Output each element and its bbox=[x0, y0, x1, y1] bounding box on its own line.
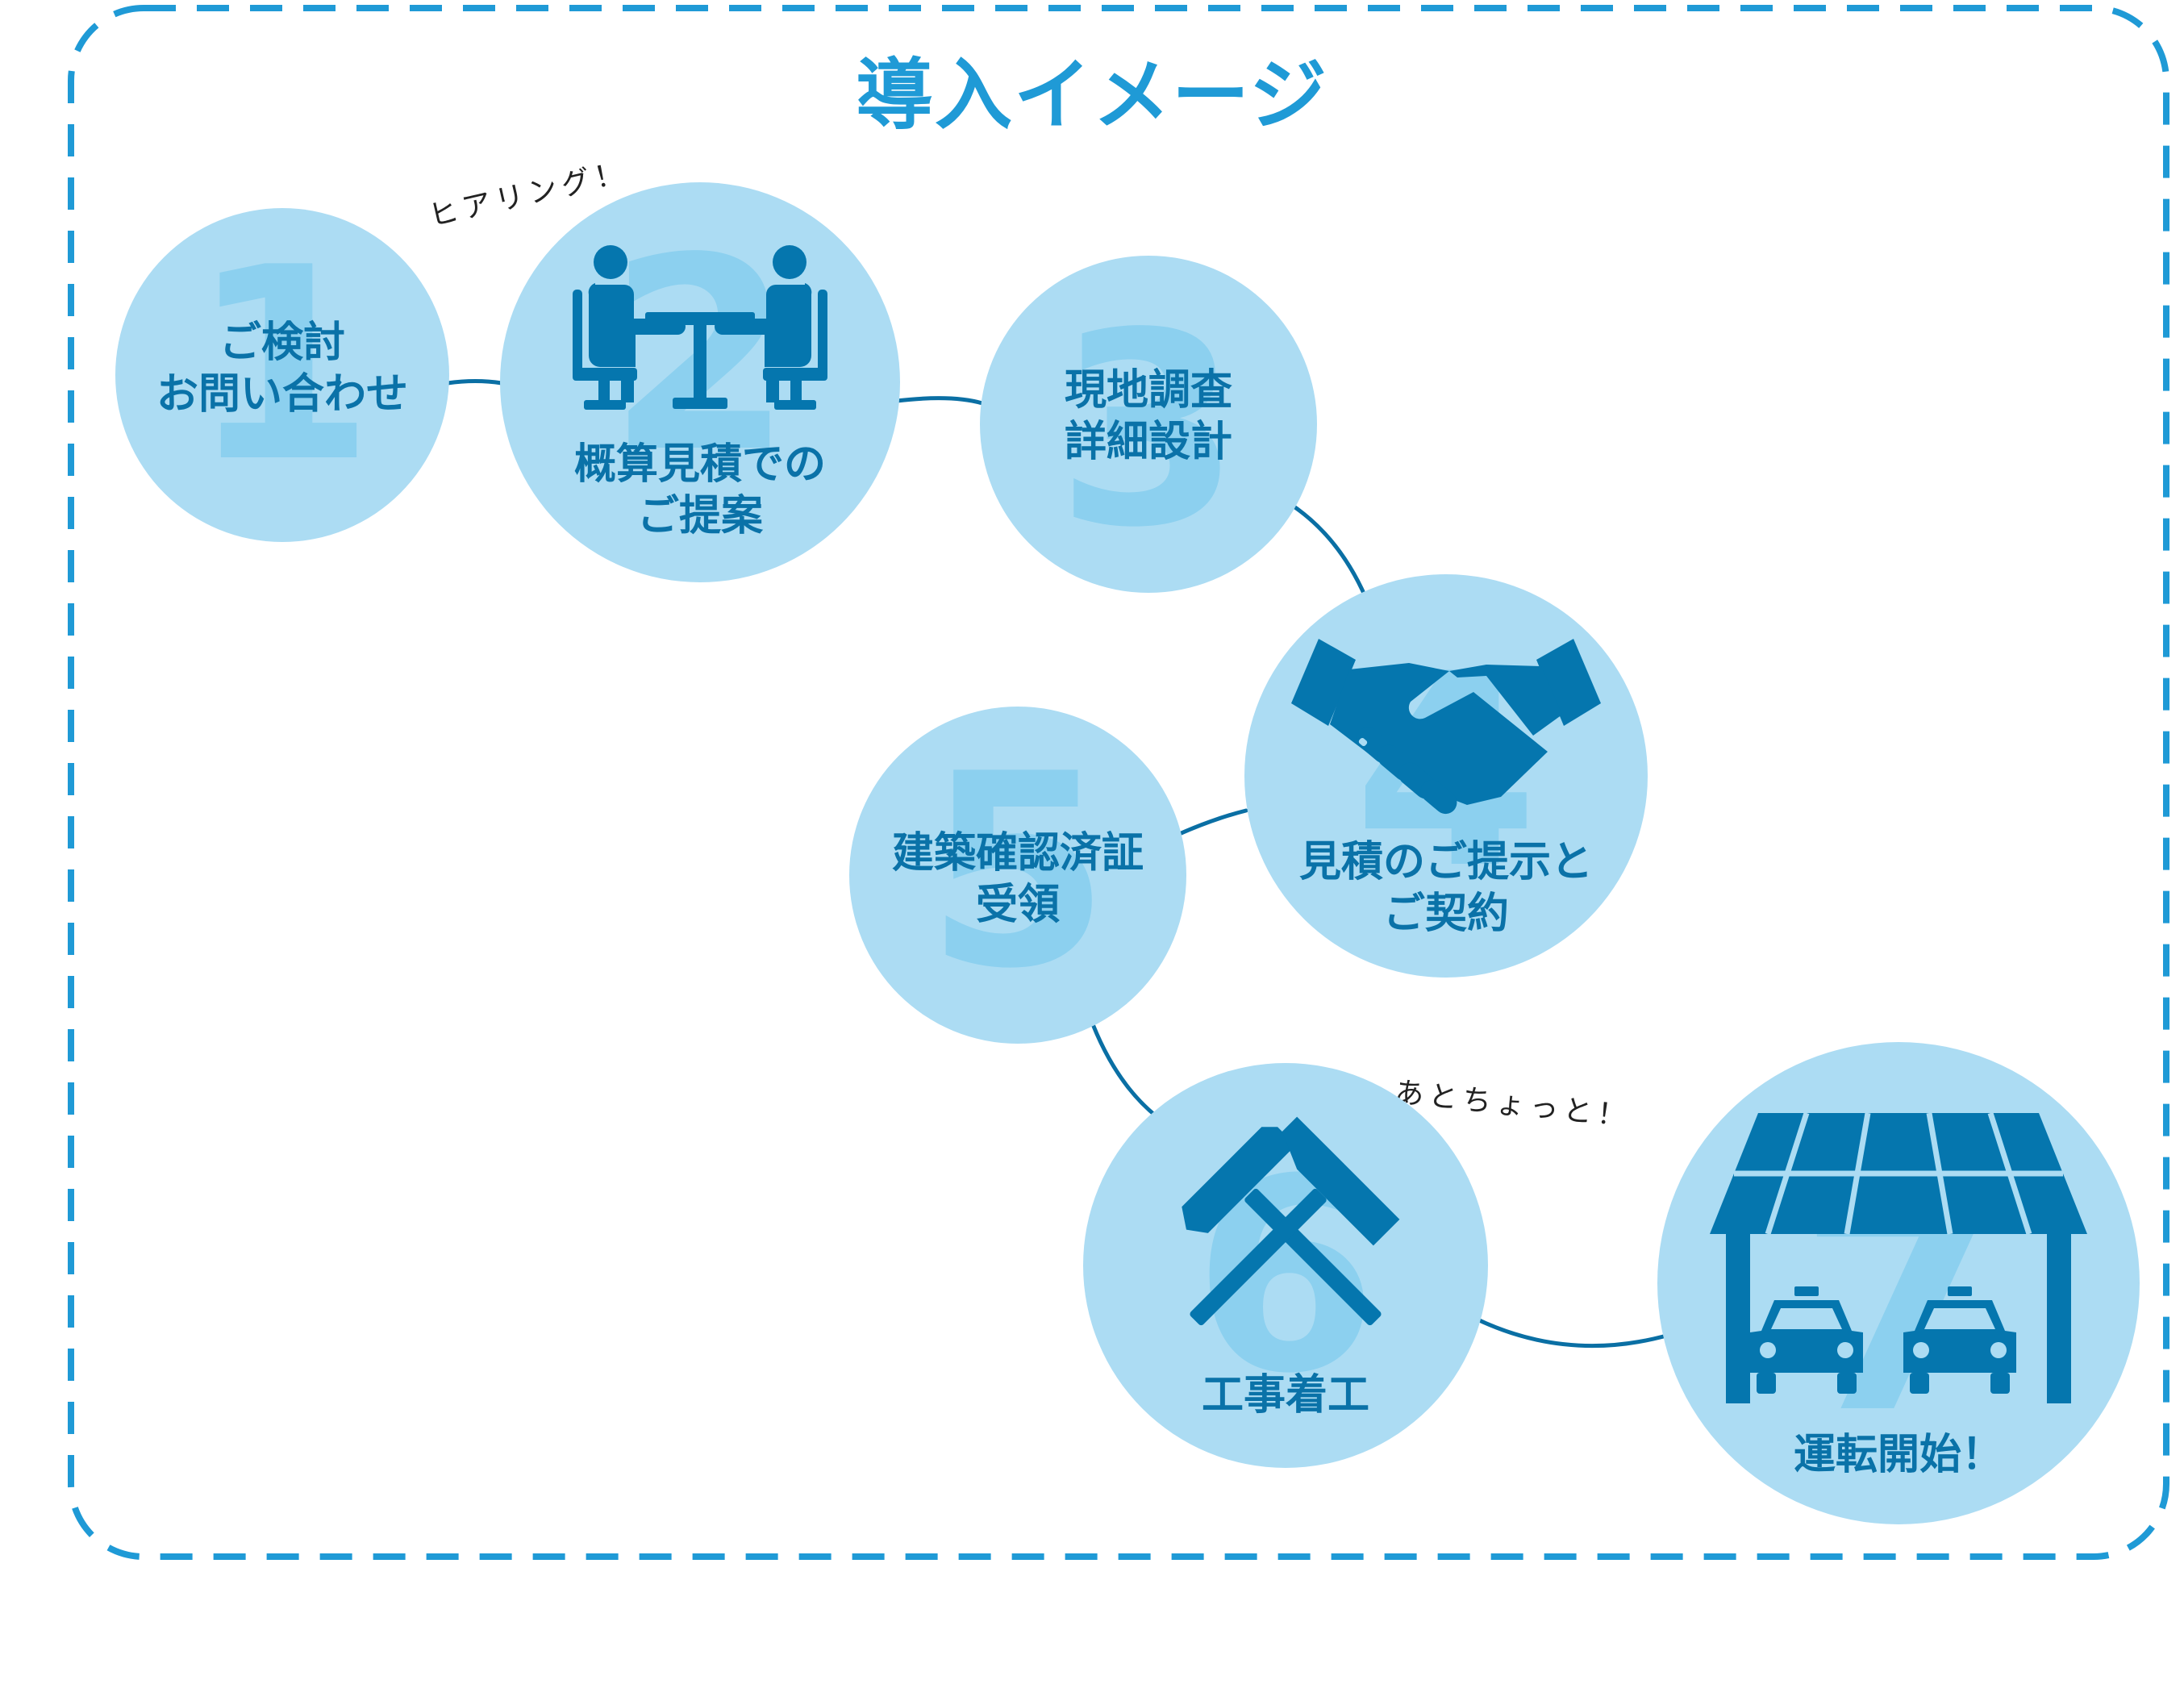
step-label-line: 受領 bbox=[975, 881, 1060, 929]
step-2-circle: 2 概算見積での bbox=[500, 182, 900, 582]
hammers-icon bbox=[1182, 1116, 1400, 1326]
connector-6-7 bbox=[1473, 1316, 1672, 1349]
step-label-line: 建築確認済証 bbox=[891, 829, 1144, 878]
step-label-line: 工事着工 bbox=[1201, 1371, 1369, 1420]
step-label: 運転開始！ bbox=[1657, 1429, 2140, 1481]
page-title: 導入イメージ bbox=[855, 50, 1329, 140]
connector-5-6 bbox=[1090, 1022, 1160, 1119]
step-label-line: 概算見積での bbox=[573, 440, 826, 489]
step-label-line: ご提案 bbox=[636, 492, 763, 540]
connector-3-4 bbox=[1288, 502, 1368, 599]
step-label-line: お問い合わせ bbox=[156, 370, 408, 419]
connector-4-5 bbox=[1175, 808, 1248, 837]
step-label: 概算見積での ご提案 bbox=[500, 439, 900, 542]
connector-1-2 bbox=[445, 379, 504, 386]
step-label-line: 見積のご提示と bbox=[1298, 838, 1593, 886]
meeting-icon bbox=[573, 245, 827, 410]
step-number: 5 bbox=[925, 717, 1111, 1027]
step-label-line: ご検討 bbox=[219, 319, 345, 367]
step-label-line: ご契約 bbox=[1382, 890, 1509, 938]
step-7-circle: 7 bbox=[1657, 1042, 2140, 1524]
step-label: 見積のご提示と ご契約 bbox=[1244, 836, 1648, 940]
dashed-border bbox=[68, 5, 2169, 1560]
step-label: 現地調査 詳細設計 bbox=[980, 365, 1317, 468]
solar-carport-icon bbox=[1710, 1113, 2087, 1403]
step-1-circle: 1 ご検討 お問い合わせ bbox=[115, 208, 449, 542]
handshake-icon bbox=[1291, 639, 1601, 815]
connector-2-3 bbox=[894, 396, 985, 406]
step-4-circle: 4 見積のご提示と ご契約 bbox=[1244, 574, 1648, 978]
step-label-line: 運転開始！ bbox=[1793, 1431, 2003, 1479]
step-6-circle: 6 工事着工 bbox=[1083, 1063, 1488, 1468]
step-label-line: 詳細設計 bbox=[1064, 418, 1232, 466]
step-label-line: 現地調査 bbox=[1064, 366, 1232, 415]
step-number: 1 bbox=[190, 211, 375, 520]
step-3-circle: 3 現地調査 詳細設計 bbox=[980, 256, 1317, 593]
step-5-circle: 5 建築確認済証 受領 bbox=[849, 707, 1186, 1044]
step-number: 3 bbox=[1056, 276, 1241, 586]
step-label: ご検討 お問い合わせ bbox=[115, 317, 449, 420]
step-label: 工事着工 bbox=[1083, 1370, 1488, 1421]
step-label: 建築確認済証 受領 bbox=[849, 828, 1186, 931]
